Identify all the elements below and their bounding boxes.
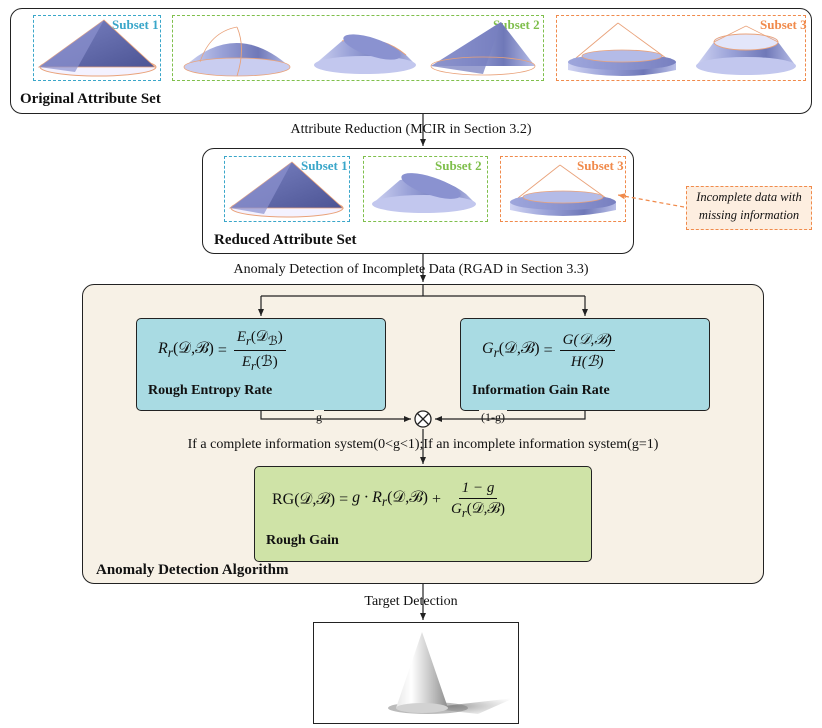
original-set-title: Original Attribute Set <box>20 91 161 107</box>
algorithm-panel-title: Anomaly Detection Algorithm <box>96 562 289 578</box>
rough-entropy-rate-title: Rough Entropy Rate <box>148 383 273 398</box>
target-cone-icon <box>388 632 514 714</box>
cone-half-cut-icon <box>183 26 291 77</box>
original-subset-1-label: Subset 1 <box>112 17 159 32</box>
reduced-subset-3-box <box>500 156 626 222</box>
anomaly-detection-step-label: Anomaly Detection of Incomplete Data (RG… <box>233 262 589 277</box>
weight-g-label: g <box>314 410 324 425</box>
cone-sliced-diagonal-icon <box>228 161 345 218</box>
reduced-subset-1-box <box>224 156 350 222</box>
reduced-subset-2-label: Subset 2 <box>435 158 482 173</box>
original-subset-2-box <box>172 15 544 81</box>
cone-flat-disc-icon <box>568 22 676 76</box>
original-subset-3-label: Subset 3 <box>760 17 807 32</box>
attribute-reduction-label: Attribute Reduction (MCIR in Section 3.2… <box>290 122 532 137</box>
rough-entropy-rate-box <box>136 318 386 411</box>
cone-frustum-icon <box>696 25 796 75</box>
cone-flat-disc-icon <box>510 164 616 216</box>
original-subset-1-box <box>33 15 161 81</box>
rough-entropy-rate-formula: Rr(𝒟,ℬ) = Er(𝒟ℬ) Er(ℬ) <box>158 326 289 376</box>
incomplete-data-note-line2: missing information <box>698 208 800 222</box>
cone-sliced-diagonal-icon <box>37 19 157 77</box>
rough-gain-formula: RG(𝒟,ℬ) = g · Rr(𝒟,ℬ) + 1 − g Gr(𝒟,ℬ) <box>272 479 506 520</box>
reduced-subset-1-label: Subset 1 <box>301 158 348 173</box>
information-gain-rate-formula: Gr(𝒟,ℬ) = G(𝒟,ℬ) H(ℬ) <box>482 326 618 376</box>
weight-1-minus-g-label: (1-g) <box>479 410 507 425</box>
rough-gain-box <box>254 466 592 562</box>
multiply-combiner-icon <box>414 410 432 428</box>
incomplete-data-note-line1: Incomplete data with <box>696 190 802 204</box>
cone-slanted-cut-icon <box>314 34 416 74</box>
information-gain-rate-title: Information Gain Rate <box>472 383 610 398</box>
incomplete-data-note <box>686 186 812 230</box>
reduced-set-title: Reduced Attribute Set <box>214 232 357 248</box>
rough-gain-title: Rough Gain <box>266 533 339 548</box>
reduced-subset-2-box <box>363 156 488 222</box>
target-detection-label: Target Detection <box>364 594 458 609</box>
original-subset-3-box <box>556 15 806 81</box>
cone-pointed-icon <box>430 22 536 76</box>
reduced-subset-3-label: Subset 3 <box>577 158 624 173</box>
cone-slanted-cut-icon <box>372 173 476 213</box>
information-gain-rate-box <box>460 318 710 411</box>
